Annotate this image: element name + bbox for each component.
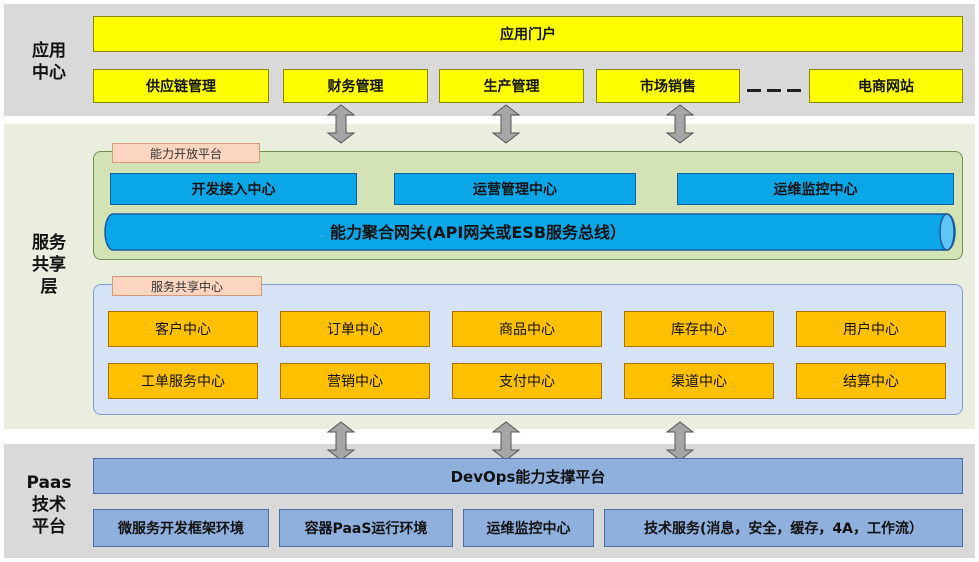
double-arrow-icon [665,421,695,461]
ellipsis-dash [767,89,781,92]
double-arrow-icon [326,421,356,461]
gateway-cylinder [104,213,956,251]
capability-platform-tag: 能力开放平台 [112,143,260,163]
product-center: 商品中心 [452,311,602,347]
inventory-center: 库存中心 [624,311,774,347]
user-center: 用户中心 [796,311,946,347]
app-center-label: 应用 中心 [32,41,66,83]
double-arrow-icon [665,104,695,144]
ticket-service-center: 工单服务中心 [108,363,258,399]
double-arrow-icon [491,421,521,461]
app-portal-box: 应用门户 [93,16,963,52]
ops-monitor-center: 运维监控中心 [677,173,954,205]
module-supply-chain: 供应链管理 [93,69,269,103]
payment-center: 支付中心 [452,363,602,399]
ellipsis-dash [747,89,761,92]
module-production: 生产管理 [439,69,584,103]
paas-label: Paas 技术 平台 [26,473,72,537]
settlement-center: 结算中心 [796,363,946,399]
double-arrow-icon [491,104,521,144]
customer-center: 客户中心 [108,311,258,347]
ops-management-center: 运营管理中心 [394,173,636,205]
module-marketing: 市场销售 [596,69,740,103]
double-arrow-icon [326,104,356,144]
tech-services-box: 技术服务(消息，安全，缓存，4A，工作流） [604,509,963,547]
marketing-center: 营销中心 [280,363,430,399]
shared-center-tag: 服务共享中心 [112,276,262,296]
container-paas-box: 容器PaaS运行环境 [279,509,453,547]
devops-platform-box: DevOps能力支撑平台 [93,458,963,494]
gateway-label: 能力聚合网关(API网关或ESB服务总线） [329,223,627,242]
module-finance: 财务管理 [283,69,428,103]
microservice-framework-box: 微服务开发框架环境 [93,509,269,547]
ellipsis-dash [787,89,801,92]
channel-center: 渠道中心 [624,363,774,399]
dev-access-center: 开发接入中心 [110,173,357,205]
paas-ops-monitor-box: 运维监控中心 [463,509,594,547]
order-center: 订单中心 [280,311,430,347]
service-layer-label: 服务 共享 层 [32,233,66,297]
module-ecommerce: 电商网站 [809,69,963,103]
